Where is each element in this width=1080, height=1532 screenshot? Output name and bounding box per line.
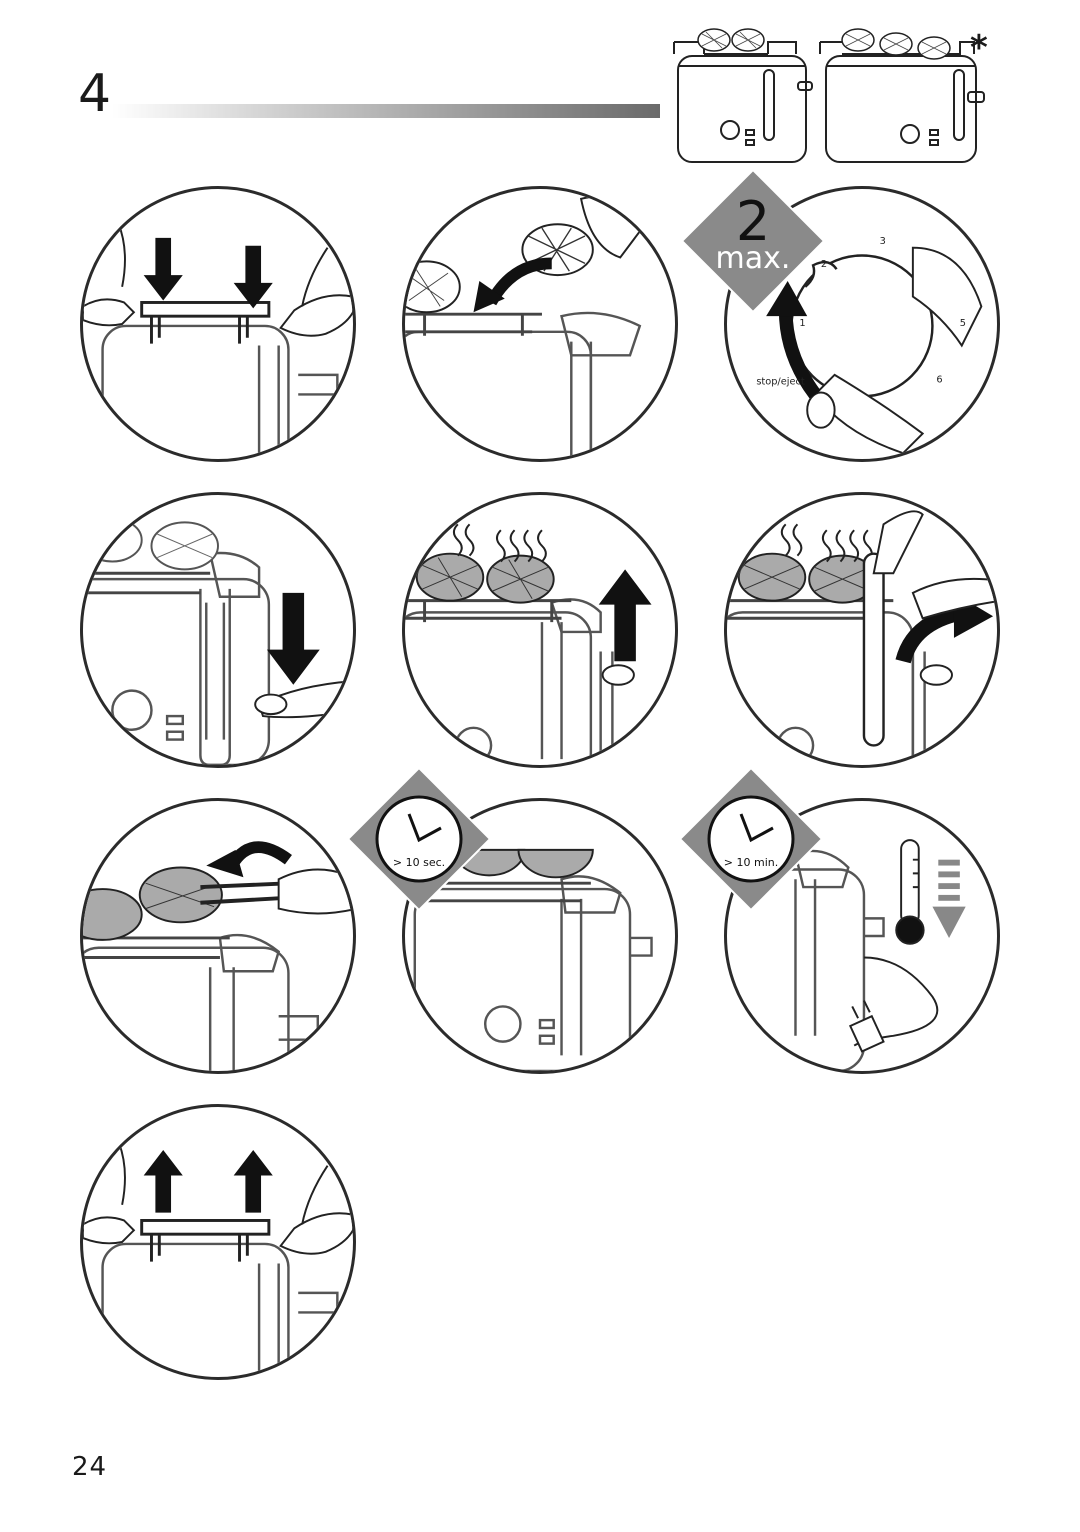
step-2-place-buns <box>402 186 678 462</box>
model-note-asterisk: * <box>970 28 988 68</box>
up-arrow-icon <box>598 569 652 662</box>
curved-arrow-icon <box>206 849 244 878</box>
rotate-arrow-icon <box>766 280 808 317</box>
section-number: 4 <box>78 64 112 124</box>
step-7-remove-buns <box>80 798 356 1074</box>
thermometer-icon <box>895 839 925 945</box>
down-arrows-icon <box>143 237 273 309</box>
svg-text:max.: max. <box>716 241 791 276</box>
svg-text:2: 2 <box>736 190 770 253</box>
svg-text:1: 1 <box>799 318 805 329</box>
svg-text:stop/eject: stop/eject <box>756 377 804 388</box>
step-1-unfold-rack <box>80 186 356 462</box>
svg-text:5: 5 <box>960 318 966 329</box>
svg-text:2: 2 <box>821 259 827 270</box>
down-arrow-icon <box>266 592 320 685</box>
plug-icon <box>848 1000 885 1053</box>
cooling-arrow-icon <box>932 859 966 938</box>
svg-text:6: 6 <box>936 375 942 386</box>
step-3-set-dial: 3 2 1 5 6 stop/eject <box>724 186 1000 462</box>
step-10-fold-rack <box>80 1104 356 1380</box>
clock-icon <box>407 813 442 843</box>
step-6-lift-lever <box>724 492 1000 768</box>
step-4-press-lever <box>80 492 356 768</box>
svg-text:> 10 sec.: > 10 sec. <box>393 856 445 869</box>
svg-text:3: 3 <box>880 236 886 247</box>
max-setting-badge: 2 max. <box>680 168 826 314</box>
page-number: 24 <box>72 1452 108 1482</box>
toaster-models-illustration <box>668 26 1008 172</box>
timer-badge-minutes: > 10 min. <box>678 766 824 912</box>
timer-badge-seconds: > 10 sec. <box>346 766 492 912</box>
svg-text:> 10 min.: > 10 min. <box>724 856 778 869</box>
up-arrows-icon <box>143 1150 273 1213</box>
section-bar <box>112 104 660 118</box>
curved-arrow-icon <box>473 280 505 313</box>
steam-icon <box>452 523 547 563</box>
step-5-buns-warming <box>402 492 678 768</box>
clock-icon <box>739 813 774 843</box>
